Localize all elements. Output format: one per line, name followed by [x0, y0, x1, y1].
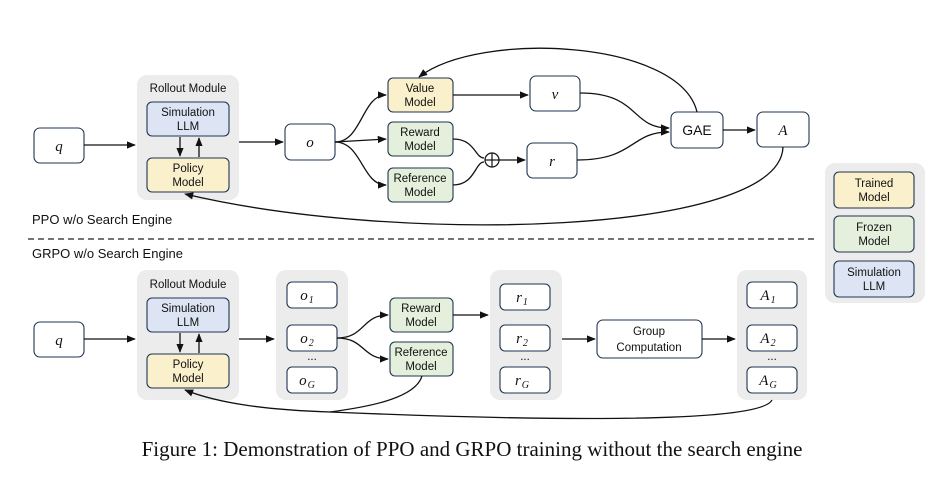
ppo-o-to-value-arrow [334, 91, 387, 143]
legend: Trained Model Frozen Model Simulation LL… [825, 163, 925, 303]
grpo-advantage-1-label: A1 [759, 288, 775, 306]
grpo-simulation-llm-label-1: Simulation [161, 303, 215, 315]
grpo-reference-model-label-1: Reference [394, 347, 447, 359]
legend-frozen-box [833, 215, 915, 253]
ppo-section: Rollout Module Simulation LLM Policy Mod… [32, 47, 810, 227]
ppo-reward-model-label-2: Model [404, 141, 435, 153]
ppo-reference-model-label-2: Model [404, 187, 435, 199]
grpo-output-1-label: o1 [300, 288, 314, 306]
grpo-section: GRPO w/o Search Engine Rollout Module Si… [32, 246, 807, 420]
ppo-q-label: q [55, 139, 63, 155]
ppo-policy-model-box [146, 157, 230, 193]
grpo-rollout-title: Rollout Module [150, 279, 227, 291]
ppo-policy-model-label-1: Policy [173, 163, 204, 175]
legend-simulation-label-1: Simulation [847, 267, 901, 279]
ppo-r-label: r [549, 154, 555, 170]
legend-simulation-box [833, 260, 915, 298]
ppo-section-label: PPO w/o Search Engine [32, 212, 172, 227]
grpo-advantage-2-label: A2 [759, 331, 775, 349]
grpo-policy-model-label-1: Policy [173, 359, 204, 371]
legend-trained-label-1: Trained [855, 178, 894, 190]
grpo-rewards-ellipsis: ... [520, 351, 530, 363]
figure-caption: Figure 1: Demonstration of PPO and GRPO … [142, 437, 803, 461]
grpo-group-computation-label-2: Computation [616, 342, 681, 354]
grpo-advantages-to-policy-arrow [184, 389, 773, 420]
grpo-reward-2-box [499, 324, 551, 352]
ppo-reward-model-label-1: Reward [400, 127, 440, 139]
ppo-policy-model-label-2: Model [172, 177, 203, 189]
ppo-v-label: v [552, 87, 559, 103]
grpo-reward-1-label: r1 [516, 290, 528, 308]
grpo-reward-1-box [499, 283, 551, 311]
legend-frozen-label-2: Model [858, 236, 889, 248]
ppo-a-to-policy-arrow [184, 146, 784, 226]
grpo-output-g-label: oG [299, 373, 315, 391]
ppo-gae-to-value-arrow [418, 47, 698, 113]
grpo-reward-g-label: rG [515, 373, 529, 391]
grpo-simulation-llm-box [146, 297, 230, 333]
grpo-reward-model-label-2: Model [405, 317, 436, 329]
ppo-o-label: o [306, 135, 314, 151]
grpo-simulation-llm-label-2: LLM [177, 317, 199, 329]
grpo-reward-2-label: r2 [516, 331, 528, 349]
grpo-group-computation-label-1: Group [633, 326, 665, 338]
ppo-o-to-reward-arrow [334, 135, 387, 144]
ppo-reference-to-oplus-line [452, 161, 485, 186]
grpo-outputs-to-reward-arrow [336, 311, 389, 339]
legend-simulation-label-2: LLM [863, 281, 885, 293]
legend-frozen-label-1: Frozen [856, 222, 892, 234]
grpo-advantage-g-label: AG [758, 373, 776, 391]
grpo-advantage-g-box [746, 366, 798, 394]
ppo-o-to-reference-arrow [334, 141, 387, 189]
grpo-section-label: GRPO w/o Search Engine [32, 246, 183, 261]
grpo-reward-g-box [499, 366, 551, 394]
grpo-output-2-label: o2 [300, 331, 314, 349]
ppo-reward-to-oplus-line [452, 138, 485, 159]
ppo-a-label: A [777, 123, 788, 139]
ppo-v-to-gae-arrow [579, 92, 670, 132]
grpo-advantage-1-box [746, 281, 798, 309]
ppo-value-model-label-2: Model [404, 97, 435, 109]
grpo-advantages-ellipsis: ... [767, 351, 777, 363]
grpo-reference-model-label-2: Model [405, 361, 436, 373]
legend-trained-label-2: Model [858, 192, 889, 204]
ppo-reference-model-label-1: Reference [393, 173, 446, 185]
grpo-outputs-ellipsis: ... [307, 351, 317, 363]
grpo-output-g-box [286, 366, 338, 394]
grpo-advantage-2-box [746, 324, 798, 352]
legend-trained-box [833, 171, 915, 209]
grpo-reward-model-label-1: Reward [401, 303, 441, 315]
ppo-rollout-title: Rollout Module [150, 83, 227, 95]
ppo-simulation-llm-box [146, 101, 230, 137]
grpo-q-label: q [55, 333, 63, 349]
grpo-policy-model-box [146, 353, 230, 389]
ppo-value-model-label-1: Value [406, 83, 435, 95]
grpo-reference-feedback-line [329, 375, 423, 413]
ppo-r-to-gae-arrow [576, 128, 670, 161]
grpo-outputs-to-reference-arrow [336, 337, 389, 363]
ppo-simulation-llm-label-2: LLM [177, 121, 199, 133]
grpo-output-1-box [286, 281, 338, 309]
ppo-simulation-llm-label-1: Simulation [161, 107, 215, 119]
ppo-gae-label: GAE [682, 122, 712, 138]
grpo-policy-model-label-2: Model [172, 373, 203, 385]
